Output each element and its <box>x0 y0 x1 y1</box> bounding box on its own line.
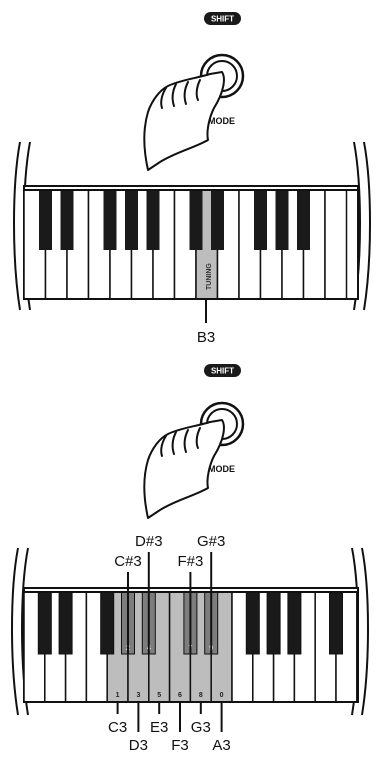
black-key <box>329 591 343 655</box>
black-key <box>58 591 73 655</box>
black-key <box>245 591 260 655</box>
black-key <box>254 190 267 250</box>
black-key <box>39 190 52 250</box>
shift-badge-text: SHIFT <box>211 367 234 376</box>
pressing-hand-icon <box>143 71 225 171</box>
black-keys <box>39 190 310 250</box>
black-key <box>211 190 224 250</box>
black-key <box>125 190 138 250</box>
white-note-label: G3 <box>191 719 211 736</box>
black-key <box>189 190 203 250</box>
white-note-label: C3 <box>108 719 127 736</box>
black-key <box>266 591 281 655</box>
keyboard <box>23 587 359 703</box>
panel-keys: SHIFT MODE <box>0 360 377 770</box>
black-key <box>287 591 302 655</box>
white-note-label: F3 <box>171 737 189 754</box>
black-key <box>103 190 117 250</box>
pressing-hand-icon <box>143 419 225 519</box>
white-note-label: D3 <box>129 737 148 754</box>
mode-label: MODE <box>208 464 235 474</box>
black-key <box>37 591 52 655</box>
white-key-number: 5 <box>157 692 161 699</box>
black-note-label: G#3 <box>197 533 225 550</box>
mode-label: MODE <box>208 116 235 126</box>
panel-tuning: SHIFT MODE <box>0 0 377 360</box>
panel-keys-svg: SHIFT MODE <box>11 364 369 754</box>
white-key-number: 0 <box>220 692 224 699</box>
pointer-label-b3: B3 <box>197 329 215 346</box>
white-key-number: 1 <box>116 692 120 699</box>
black-note-label: C#3 <box>114 553 142 570</box>
white-key-number: 8 <box>199 692 203 699</box>
black-key <box>146 190 160 250</box>
black-note-label: D#3 <box>135 533 163 550</box>
black-key <box>275 190 289 250</box>
black-note-label: F#3 <box>177 553 203 570</box>
black-key <box>297 190 310 250</box>
shift-badge: SHIFT <box>204 12 241 25</box>
black-key <box>100 591 115 655</box>
white-key-number: 3 <box>136 692 140 699</box>
shift-badge-text: SHIFT <box>211 15 234 24</box>
black-key <box>60 190 74 250</box>
white-note-label: A3 <box>212 737 230 754</box>
white-key-number: 6 <box>178 692 182 699</box>
panel-tuning-svg: SHIFT MODE <box>13 12 371 346</box>
tuning-label: TUNING <box>206 263 213 290</box>
keyboard <box>23 185 359 300</box>
shift-badge: SHIFT <box>204 364 241 377</box>
white-note-label: E3 <box>150 719 168 736</box>
white-key <box>324 189 348 300</box>
